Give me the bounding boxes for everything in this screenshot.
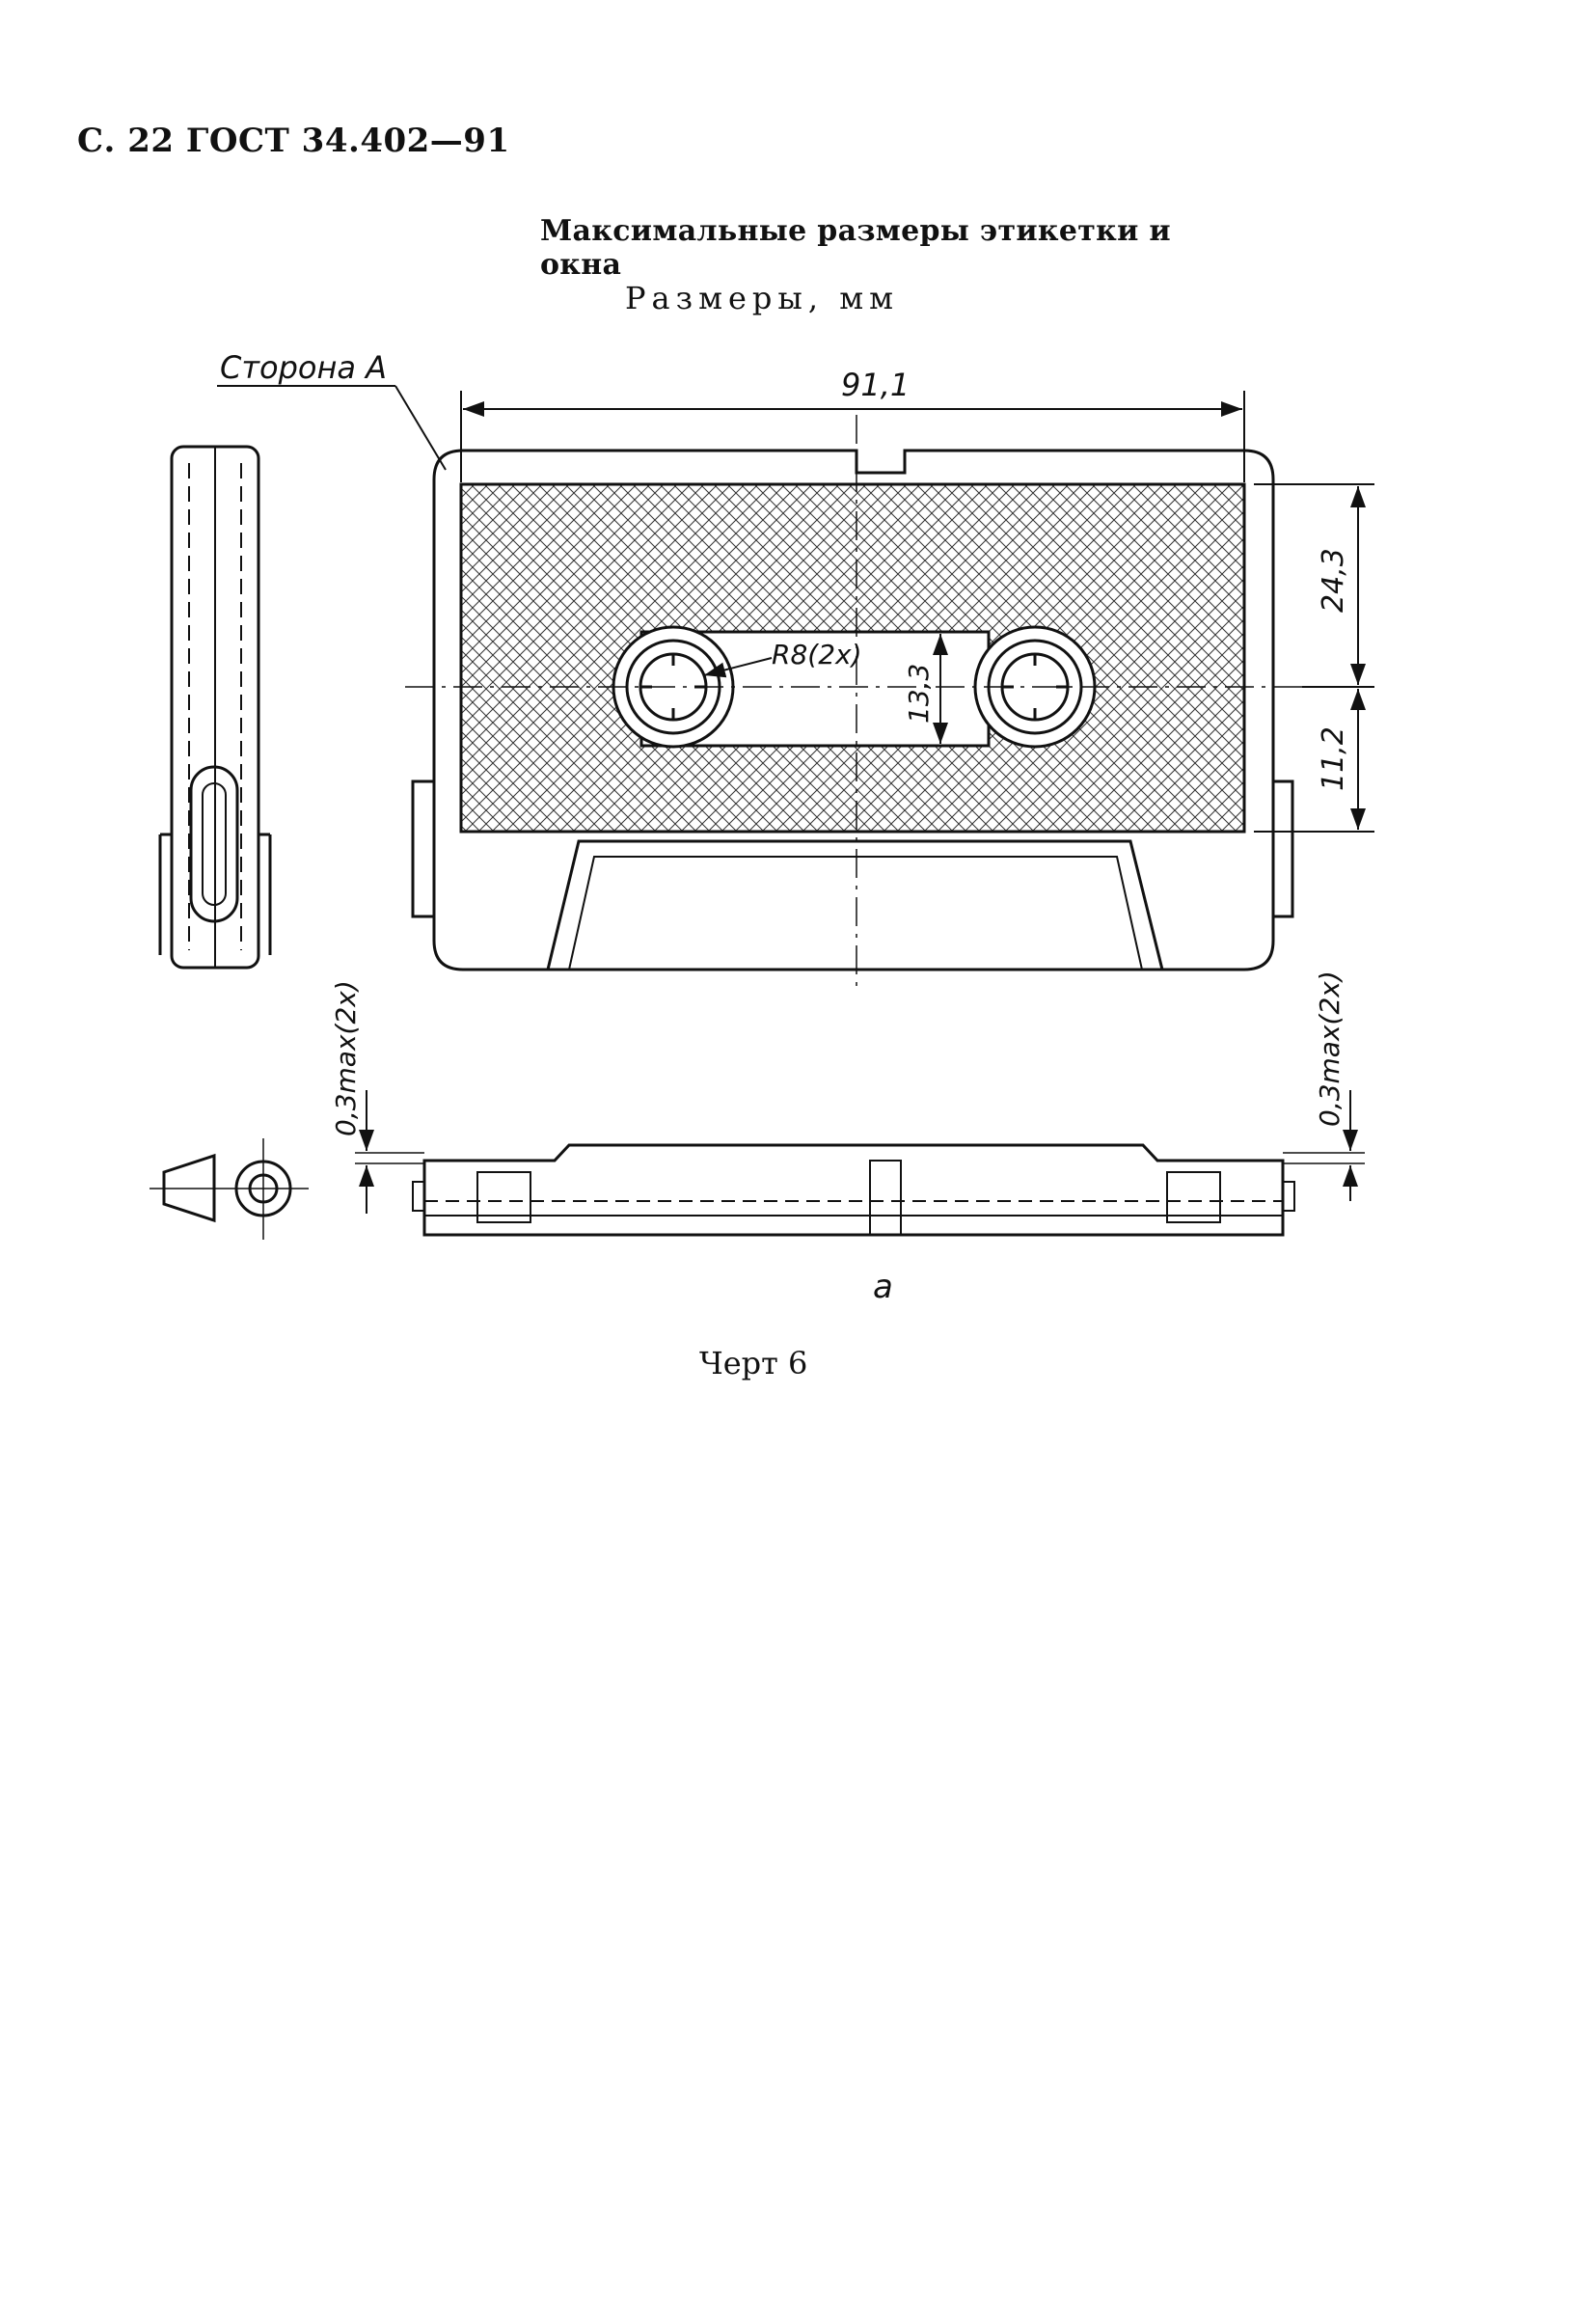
- left-thickness-dimension: 0,3max(2x): [330, 980, 362, 1136]
- side-a-label: Сторона А: [220, 349, 387, 386]
- window-height-dimension: 13,3: [903, 664, 935, 724]
- side-view: [158, 445, 272, 970]
- figure-units: Размеры, мм: [625, 280, 899, 316]
- cassette-front-view: [405, 415, 1312, 994]
- bottom-view: [355, 1090, 1365, 1237]
- label-height-dimension: 24,3: [1317, 548, 1350, 613]
- reel-hub-detail: [150, 1138, 309, 1240]
- dimension-lines: [217, 385, 1374, 833]
- lower-height-dimension: 11,2: [1317, 726, 1350, 791]
- figure-title: Максимальные размеры этикетки и окна: [540, 214, 1171, 282]
- view-label: а: [873, 1268, 893, 1306]
- page-header: С. 22 ГОСТ 34.402—91: [77, 122, 510, 160]
- figure-caption: Черт 6: [699, 1345, 808, 1381]
- radius-dimension: R8(2x): [772, 639, 862, 670]
- right-thickness-dimension: 0,3max(2x): [1314, 971, 1346, 1127]
- width-dimension: 91,1: [841, 367, 910, 403]
